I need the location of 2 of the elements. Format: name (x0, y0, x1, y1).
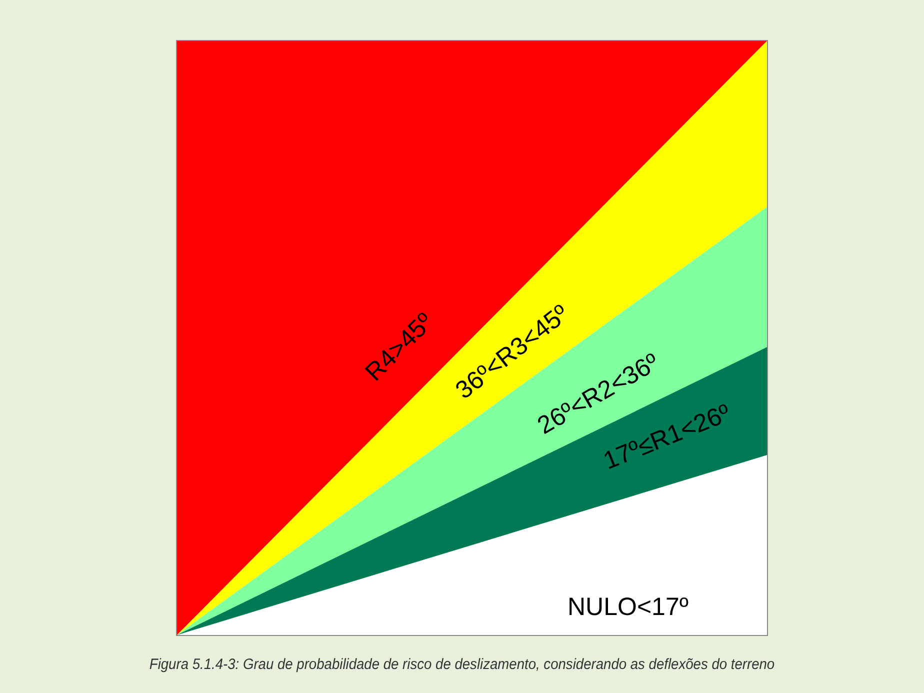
zone-label: NULO<17º (568, 594, 688, 620)
figure-caption: Figura 5.1.4-3: Grau de probabilidade de risco de deslizamento, considerando as deflexões do terreno (148, 656, 776, 673)
